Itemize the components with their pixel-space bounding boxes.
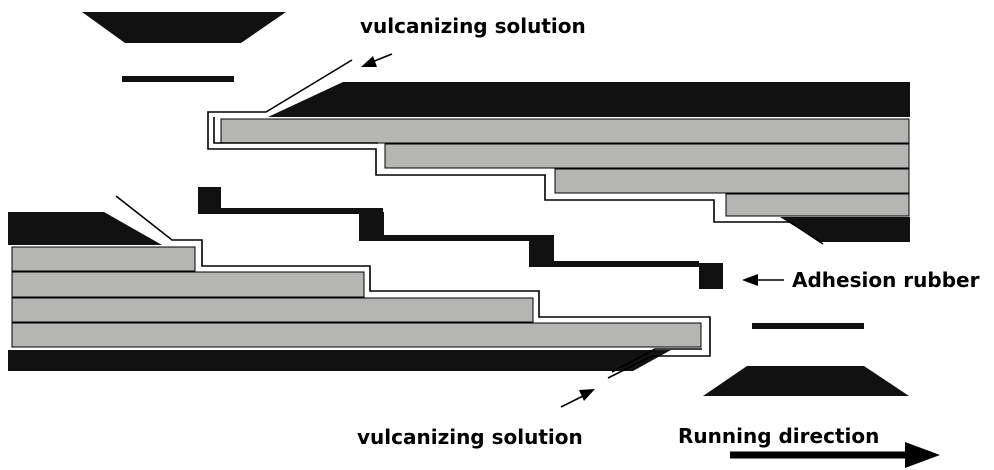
top-thin-bar xyxy=(122,76,234,82)
bottom-vulcanizing-arrow-line xyxy=(560,395,584,408)
adhesion-rubber-block-4 xyxy=(699,263,723,289)
lower-bottom-cover xyxy=(8,350,671,371)
upper-vulcanizing-solution-line xyxy=(207,59,824,245)
bottom-vulcanizing-arrow-head xyxy=(579,389,595,401)
vulcanizing-solution-bottom-label: vulcanizing solution xyxy=(357,425,583,449)
lower-ply-1 xyxy=(11,246,196,272)
top-vulcanizing-arrow-line xyxy=(371,53,393,63)
upper-bottom-cover xyxy=(780,217,910,242)
upper-top-cover xyxy=(268,82,910,117)
running-direction-label: Running direction xyxy=(678,424,879,448)
adhesion-rubber-label: Adhesion rubber xyxy=(792,268,980,292)
top-vulcanizing-arrow-head xyxy=(361,56,377,67)
adhesion-rubber-strip-1 xyxy=(198,208,383,214)
lower-ply-2 xyxy=(11,271,365,298)
bottom-thin-bar xyxy=(752,323,864,329)
lower-ply-3 xyxy=(11,297,534,323)
upper-ply-4 xyxy=(725,193,910,217)
adhesion-rubber-block-1 xyxy=(198,187,221,211)
running-direction-arrow-head xyxy=(905,442,940,468)
upper-vulcanizing-solution-line-inner xyxy=(213,117,378,144)
adhesion-rubber-strip-2 xyxy=(359,235,554,241)
adhesion-rubber-strip-3 xyxy=(529,261,699,267)
lower-ply-4 xyxy=(11,322,702,348)
adhesion-rubber-block-2 xyxy=(359,212,384,239)
bottom-press-plate xyxy=(703,366,909,396)
upper-ply-3 xyxy=(554,168,910,194)
top-press-plate xyxy=(82,12,286,43)
lower-vulcanizing-solution-line-inner xyxy=(611,348,702,373)
upper-ply-2 xyxy=(384,143,910,169)
adhesion-rubber-arrow-head xyxy=(742,274,758,286)
lower-vulcanizing-solution-line xyxy=(115,195,711,379)
lower-top-cover xyxy=(8,212,162,245)
upper-ply-1 xyxy=(220,118,910,144)
vulcanizing-solution-top-label: vulcanizing solution xyxy=(360,14,586,38)
